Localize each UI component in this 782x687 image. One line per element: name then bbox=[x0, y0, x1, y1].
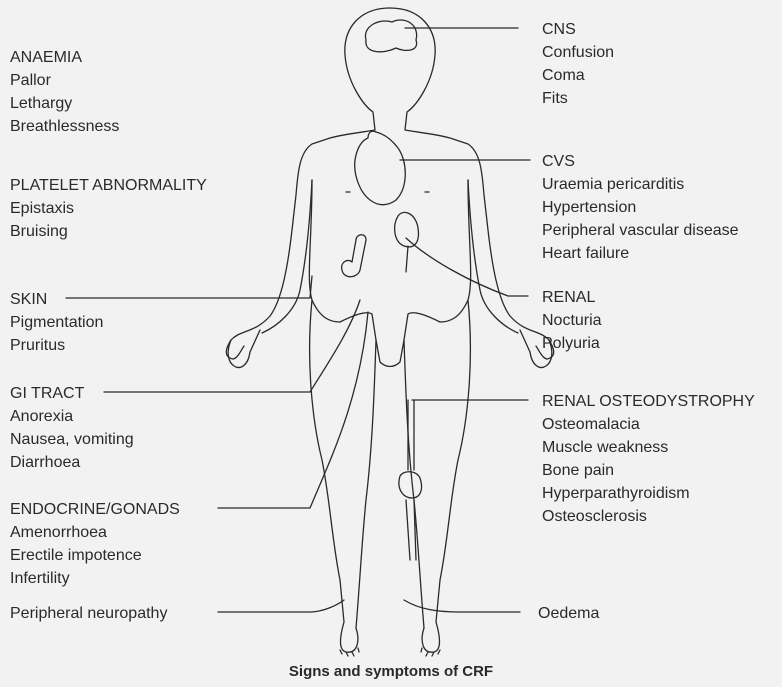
cns-heading: CNS bbox=[542, 18, 614, 41]
left-inner-arm bbox=[262, 180, 312, 333]
anaemia-group: ANAEMIA Pallor Lethargy Breathlessness bbox=[10, 46, 119, 138]
anaemia-heading: ANAEMIA bbox=[10, 46, 119, 69]
figure-caption: Signs and symptoms of CRF bbox=[0, 663, 782, 680]
platelet-item: Bruising bbox=[10, 220, 207, 243]
tibia-lines bbox=[406, 500, 416, 560]
cvs-item: Hypertension bbox=[542, 196, 739, 219]
ureter bbox=[406, 246, 408, 272]
endocrine-item: Infertility bbox=[10, 567, 180, 590]
right-inner-arm bbox=[468, 180, 518, 333]
endocrine-leader bbox=[218, 312, 368, 508]
platelet-group: PLATELET ABNORMALITY Epistaxis Bruising bbox=[10, 174, 207, 243]
anaemia-item: Pallor bbox=[10, 69, 119, 92]
osteo-heading: RENAL OSTEODYSTROPHY bbox=[542, 390, 755, 413]
neuropathy-group: Peripheral neuropathy bbox=[10, 602, 167, 625]
oedema-label: Oedema bbox=[538, 602, 599, 625]
gi-item: Diarrhoea bbox=[10, 451, 134, 474]
skin-item: Pruritus bbox=[10, 334, 103, 357]
gi-heading: GI TRACT bbox=[10, 382, 134, 405]
torso-right bbox=[440, 180, 471, 322]
endocrine-heading: ENDOCRINE/GONADS bbox=[10, 498, 180, 521]
left-leg-inner bbox=[356, 340, 376, 628]
pelvis-line bbox=[340, 313, 440, 367]
kidney-shape bbox=[395, 212, 419, 246]
skin-item: Pigmentation bbox=[10, 311, 103, 334]
torso-left bbox=[309, 180, 340, 322]
heart-shape bbox=[355, 131, 406, 204]
cvs-item: Peripheral vascular disease bbox=[542, 219, 739, 242]
colon-shape bbox=[342, 235, 366, 277]
platelet-item: Epistaxis bbox=[10, 197, 207, 220]
head-outline bbox=[226, 8, 390, 359]
anaemia-item: Breathlessness bbox=[10, 115, 119, 138]
endocrine-item: Amenorrhoea bbox=[10, 521, 180, 544]
renal-item: Nocturia bbox=[542, 309, 602, 332]
left-hand bbox=[228, 330, 260, 367]
skin-group: SKIN Pigmentation Pruritus bbox=[10, 288, 103, 357]
cvs-heading: CVS bbox=[542, 150, 739, 173]
renal-group: RENAL Nocturia Polyuria bbox=[542, 286, 602, 355]
gi-item: Nausea, vomiting bbox=[10, 428, 134, 451]
osteo-item: Bone pain bbox=[542, 459, 755, 482]
cvs-item: Uraemia pericarditis bbox=[542, 173, 739, 196]
cns-item: Fits bbox=[542, 87, 614, 110]
cns-group: CNS Confusion Coma Fits bbox=[542, 18, 614, 110]
neuropathy-leader bbox=[218, 600, 344, 612]
skin-heading: SKIN bbox=[10, 288, 103, 311]
osteo-item: Muscle weakness bbox=[542, 436, 755, 459]
platelet-heading: PLATELET ABNORMALITY bbox=[10, 174, 207, 197]
gi-group: GI TRACT Anorexia Nausea, vomiting Diarr… bbox=[10, 382, 134, 474]
kneecap bbox=[399, 472, 422, 498]
cvs-item: Heart failure bbox=[542, 242, 739, 265]
renal-item: Polyuria bbox=[542, 332, 602, 355]
oedema-group: Oedema bbox=[538, 602, 599, 625]
head-outline-right bbox=[390, 8, 554, 359]
cvs-group: CVS Uraemia pericarditis Hypertension Pe… bbox=[542, 150, 739, 265]
osteo-group: RENAL OSTEODYSTROPHY Osteomalacia Muscle… bbox=[542, 390, 755, 528]
anaemia-item: Lethargy bbox=[10, 92, 119, 115]
renal-leader bbox=[406, 238, 528, 296]
neuropathy-label: Peripheral neuropathy bbox=[10, 602, 167, 625]
endocrine-group: ENDOCRINE/GONADS Amenorrhoea Erectile im… bbox=[10, 498, 180, 590]
endocrine-item: Erectile impotence bbox=[10, 544, 180, 567]
brain-shape bbox=[365, 20, 416, 52]
right-leg-outer bbox=[422, 300, 470, 652]
cns-item: Confusion bbox=[542, 41, 614, 64]
osteo-item: Osteosclerosis bbox=[542, 505, 755, 528]
osteo-item: Hyperparathyroidism bbox=[542, 482, 755, 505]
cns-item: Coma bbox=[542, 64, 614, 87]
gi-item: Anorexia bbox=[10, 405, 134, 428]
osteo-item: Osteomalacia bbox=[542, 413, 755, 436]
renal-heading: RENAL bbox=[542, 286, 602, 309]
